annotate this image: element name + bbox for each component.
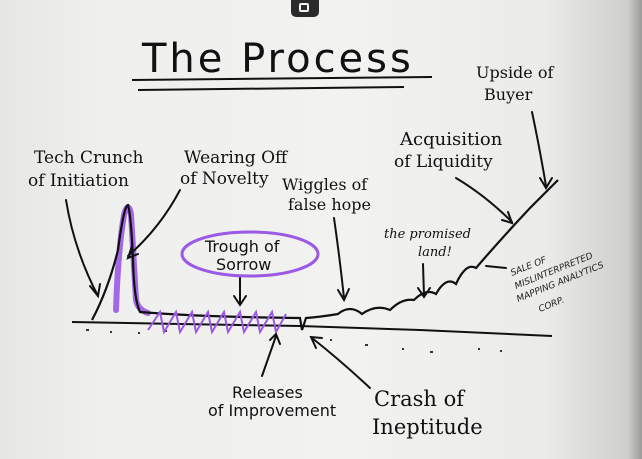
label-upside-1: Upside of xyxy=(476,63,554,82)
label-wiggles-1: Wiggles of xyxy=(282,175,368,194)
arrow-wearing-off-head xyxy=(126,245,139,260)
label-wearing-off-1: Wearing Off xyxy=(184,148,289,168)
trough-ellipse xyxy=(180,230,320,278)
arrow-tech-crunch-head xyxy=(89,283,101,299)
arrow-acquisition-head xyxy=(501,211,514,225)
arrow-releases xyxy=(261,335,277,377)
label-crash-2: Ineptitude xyxy=(372,415,483,439)
arrow-sale xyxy=(485,265,507,269)
annotation-arrows xyxy=(65,111,553,389)
label-sale-4: CORP. xyxy=(537,296,565,315)
arrow-releases-head xyxy=(269,332,281,345)
arrow-promised-head xyxy=(417,287,431,299)
label-crash-1: Crash of xyxy=(374,387,466,411)
arrow-crash xyxy=(311,337,371,389)
arrow-trough-head xyxy=(233,295,247,307)
arrow-wearing-off xyxy=(127,189,181,257)
label-tech-crunch-1: Tech Crunch xyxy=(34,148,144,168)
arrow-tech-crunch xyxy=(65,199,99,297)
arrow-upside-head xyxy=(539,177,553,190)
screen-share-icon[interactable] xyxy=(291,0,319,17)
hype-curve xyxy=(91,179,559,331)
title-underline-2 xyxy=(137,86,405,91)
baseline-dots xyxy=(86,329,502,353)
baseline-axis xyxy=(71,321,553,337)
arrow-upside xyxy=(531,111,547,187)
arrow-acquisition xyxy=(455,177,513,223)
label-releases-2: of Improvement xyxy=(208,401,336,420)
label-upside-2: Buyer xyxy=(484,85,533,104)
label-promised-1: the promised xyxy=(384,227,471,242)
label-promised-2: land! xyxy=(418,245,452,260)
label-acquisition-2: of Liquidity xyxy=(394,152,493,172)
diagram-title: The Process xyxy=(141,36,414,82)
label-trough-2: Sorrow xyxy=(216,255,271,274)
label-wiggles-2: false hope xyxy=(288,195,371,214)
arrow-promised xyxy=(422,263,425,297)
arrow-wiggles-head xyxy=(337,288,350,303)
label-trough-1: Trough of xyxy=(204,237,280,256)
label-wearing-off-2: of Novelty xyxy=(180,169,269,189)
screen-share-glyph xyxy=(299,3,309,12)
label-tech-crunch-2: of Initiation xyxy=(28,171,129,191)
title-underline-1 xyxy=(131,76,433,81)
label-releases-1: Releases xyxy=(232,383,303,402)
label-acquisition-1: Acquisition xyxy=(399,129,503,150)
releases-zigzag xyxy=(147,309,287,335)
arrow-crash-head xyxy=(309,335,323,349)
right-edge-shadow xyxy=(628,0,642,459)
arrow-wiggles xyxy=(333,217,345,299)
